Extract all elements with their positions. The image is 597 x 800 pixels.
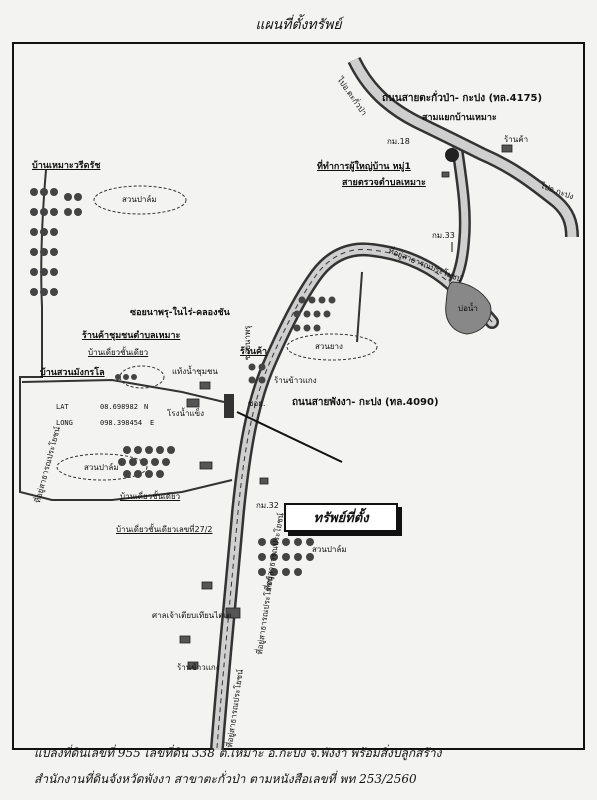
- page-title: แผนที่ตั้งทรัพย์: [255, 17, 342, 33]
- soi-name-label: ซอยนาพรุ-ในไร่-คลองชัน: [130, 308, 230, 318]
- long-value: 098.398454: [100, 419, 143, 427]
- tree-cluster-shop: [115, 363, 266, 384]
- house-garden-label: บ้านสวนมังกรโล: [40, 368, 105, 378]
- intersection-marker: [445, 148, 459, 162]
- rubber-garden-ellipse: [286, 333, 378, 361]
- water-well-label: แท้งน้ำชุมชน: [172, 367, 218, 376]
- north-road-label: ถนนสายตะกั่วป่า- กะปง (ทล.4175): [382, 93, 543, 104]
- buildings: [179, 144, 513, 670]
- lat-value: 08.698982: [100, 403, 138, 411]
- intersection-label: สามแยกบ้านเหมาะ: [422, 113, 497, 123]
- property-marker: [224, 394, 234, 418]
- soi-boundary: [19, 307, 233, 501]
- rubber-road: [356, 271, 363, 343]
- footer-line-1: แปลงที่ดินเลขที่ 955 เลขที่ดิน 338 ต.เหม…: [34, 746, 442, 760]
- palm-garden-label-1: สวนปาล์ม: [122, 195, 157, 204]
- tree-cluster-rubber: [293, 296, 336, 332]
- rubber-garden-label: สวนยาง: [315, 342, 343, 351]
- alley-label: ซอยนาพรุ: [243, 325, 252, 360]
- map-border: [12, 42, 585, 750]
- pond-label: บ่อน้ำ: [458, 304, 478, 313]
- pond: [445, 281, 492, 335]
- shrine-label: ศาลเจ้าเตียบเทียนไตเต: [152, 611, 232, 620]
- km-18-label: กม.18: [387, 137, 410, 146]
- lat-label: LAT: [56, 403, 69, 411]
- ice-factory-label: โรงน้ำแข็ง: [167, 409, 204, 418]
- km-33-label: กม.33: [432, 231, 455, 240]
- shop-label: ร้านค้า: [240, 347, 268, 357]
- police-box-label: สายตรวจตำบลเหมาะ: [342, 178, 426, 188]
- palm-garden-label-2: สวนปาล์ม: [84, 463, 119, 472]
- palm-garden-label-3: สวนปาล์ม: [312, 545, 347, 554]
- palm-garden-1: [93, 185, 187, 215]
- property-box: ทรัพย์ที่ตั้ง: [284, 503, 398, 532]
- map-frame[interactable]: ถนนสายตะกั่วป่า- กะปง (ทล.4175) กม.18 สา…: [12, 42, 585, 750]
- ban-mo-waree-label: บ้านเหมาะวรีดรัช: [32, 161, 101, 171]
- tree-cluster-nw: [30, 188, 82, 296]
- soi-short-label: ซอย.: [248, 399, 266, 408]
- village-office-label: ที่ทำการผู้ใหญ่บ้าน หมู่1: [317, 162, 411, 172]
- house-single-1-label: บ้านเดี่ยวชั้นเดียว: [88, 348, 149, 357]
- long-label: LONG: [56, 419, 73, 427]
- tree-cluster-palm-south: [258, 538, 314, 576]
- shop-rice-label: ร้านข้าวแกง: [177, 663, 220, 672]
- footer-line-2: สำนักงานที่ดินจังหวัดพังงา สาขาตะกั่วป่า…: [34, 772, 417, 786]
- lat-dir: N: [144, 403, 149, 411]
- property-pointer: [236, 411, 343, 463]
- main-road-label: ถนนสายพังงา- กะปง (ทล.4090): [292, 397, 439, 408]
- map-canvas[interactable]: [12, 42, 585, 750]
- soi-road: [21, 378, 225, 403]
- long-dir: E: [150, 419, 155, 427]
- community-shop-label: ร้านค้าชุมชนตำบลเหมาะ: [82, 331, 181, 341]
- house-single-2-label: บ้านเดี่ยวชั้นเดียว: [120, 492, 181, 501]
- palm-garden-2: [56, 453, 148, 481]
- km-32-label: กม.32: [256, 501, 279, 510]
- shop-khao-kaeng-label: ร้านข้าวแกง: [274, 376, 317, 385]
- shop-ne-label: ร้านค้า: [504, 135, 529, 144]
- tree-cluster-palm-mid: [118, 446, 175, 478]
- house-single-3-label: บ้านเดี่ยวชั้นเดียวเลขที่27/2: [116, 525, 213, 534]
